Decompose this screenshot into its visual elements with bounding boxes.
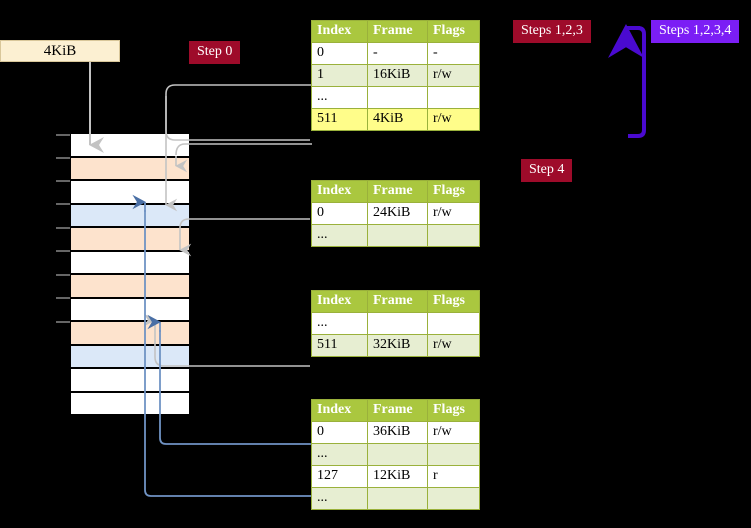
table-row[interactable]: 0 36KiB r/w [311,421,480,444]
column-header-index: Index [311,20,368,43]
badge-steps-1-2-3-4: Steps 1,2,3,4 [651,20,740,43]
table-row-highlighted[interactable]: 511 4KiB r/w [311,108,480,131]
cell-frame: 16KiB [367,64,428,87]
page-table-level1: Index Frame Flags 0 36KiB r/w ... 127 12… [311,399,480,510]
table-row[interactable]: ... [311,312,480,335]
cell-frame [367,86,428,109]
cell-flags [427,487,480,510]
badge-step-4: Step 4 [521,159,573,182]
memory-row [70,156,190,180]
cell-frame: 24KiB [367,202,428,225]
memory-tick [56,134,70,136]
column-header-index: Index [311,399,368,422]
cell-frame [367,224,428,247]
table-row[interactable]: ... [311,443,480,466]
table-row[interactable]: 0 24KiB r/w [311,202,480,225]
physical-memory-column [70,133,190,415]
memory-row [70,250,190,274]
table-row[interactable]: 1 16KiB r/w [311,64,480,87]
cell-flags: r/w [427,334,480,357]
table-header-row: Index Frame Flags [311,399,480,422]
column-header-index: Index [311,180,368,203]
memory-tick [56,157,70,159]
cell-flags [427,86,480,109]
wire-l4-511-loop [165,84,315,141]
memory-tick [56,321,70,323]
cell-flags: r/w [427,421,480,444]
cell-frame: 12KiB [367,465,428,488]
cell-index: 0 [311,42,368,65]
cell-index: 0 [311,421,368,444]
cell-index: ... [311,312,368,335]
memory-row [70,344,190,368]
cell-index: 511 [311,108,368,131]
cell-flags [427,224,480,247]
badge-steps-1-2-3: Steps 1,2,3 [513,20,591,43]
cell-flags: r [427,465,480,488]
cell-frame: - [367,42,428,65]
page-table-level3: Index Frame Flags 0 24KiB r/w ... [311,180,480,247]
wire-l3-to-memory [179,218,310,257]
cell-frame: 4KiB [367,108,428,131]
cell-frame [367,443,428,466]
memory-tick [56,297,70,299]
column-header-flags: Flags [427,290,480,313]
memory-size-label: 4KiB [0,40,120,62]
table-header-row: Index Frame Flags [311,290,480,313]
table-row[interactable]: ... [311,86,480,109]
table-row[interactable]: 0 - - [311,42,480,65]
cell-index: 1 [311,64,368,87]
memory-tick [56,250,70,252]
memory-row [70,133,190,157]
cell-index: 127 [311,465,368,488]
cell-flags: r/w [427,202,480,225]
cell-frame: 36KiB [367,421,428,444]
cell-flags: - [427,42,480,65]
memory-row [70,203,190,227]
memory-row [70,321,190,345]
table-header-row: Index Frame Flags [311,180,480,203]
column-header-frame: Frame [367,290,428,313]
table-row[interactable]: ... [311,487,480,510]
memory-tick [56,274,70,276]
page-table-level2: Index Frame Flags ... 511 32KiB r/w [311,290,480,357]
column-header-index: Index [311,290,368,313]
column-header-frame: Frame [367,399,428,422]
memory-tick [56,203,70,205]
memory-row [70,391,190,415]
arrow-steps-bracket [628,26,646,138]
table-row[interactable]: ... [311,224,480,247]
memory-row [70,297,190,321]
memory-row [70,274,190,298]
cell-flags [427,312,480,335]
cell-index: ... [311,487,368,510]
column-header-frame: Frame [367,180,428,203]
column-header-frame: Frame [367,20,428,43]
cell-frame [367,312,428,335]
wire-memory-to-l4 [175,143,312,156]
table-header-row: Index Frame Flags [311,20,480,43]
column-header-flags: Flags [427,180,480,203]
memory-row [70,180,190,204]
memory-row [70,368,190,392]
cell-flags [427,443,480,466]
page-table-level4: Index Frame Flags 0 - - 1 16KiB r/w ... [311,20,480,131]
cell-flags: r/w [427,108,480,131]
table-row[interactable]: 511 32KiB r/w [311,334,480,357]
cell-frame: 32KiB [367,334,428,357]
cell-frame [367,487,428,510]
table-row[interactable]: 127 12KiB r [311,465,480,488]
cell-index: ... [311,224,368,247]
column-header-flags: Flags [427,399,480,422]
cell-index: ... [311,443,368,466]
memory-tick [56,180,70,182]
cell-flags: r/w [427,64,480,87]
cell-index: 0 [311,202,368,225]
column-header-flags: Flags [427,20,480,43]
cell-index: 511 [311,334,368,357]
badge-step-0: Step 0 [189,41,241,64]
memory-tick [56,227,70,229]
cell-index: ... [311,86,368,109]
memory-row [70,227,190,251]
